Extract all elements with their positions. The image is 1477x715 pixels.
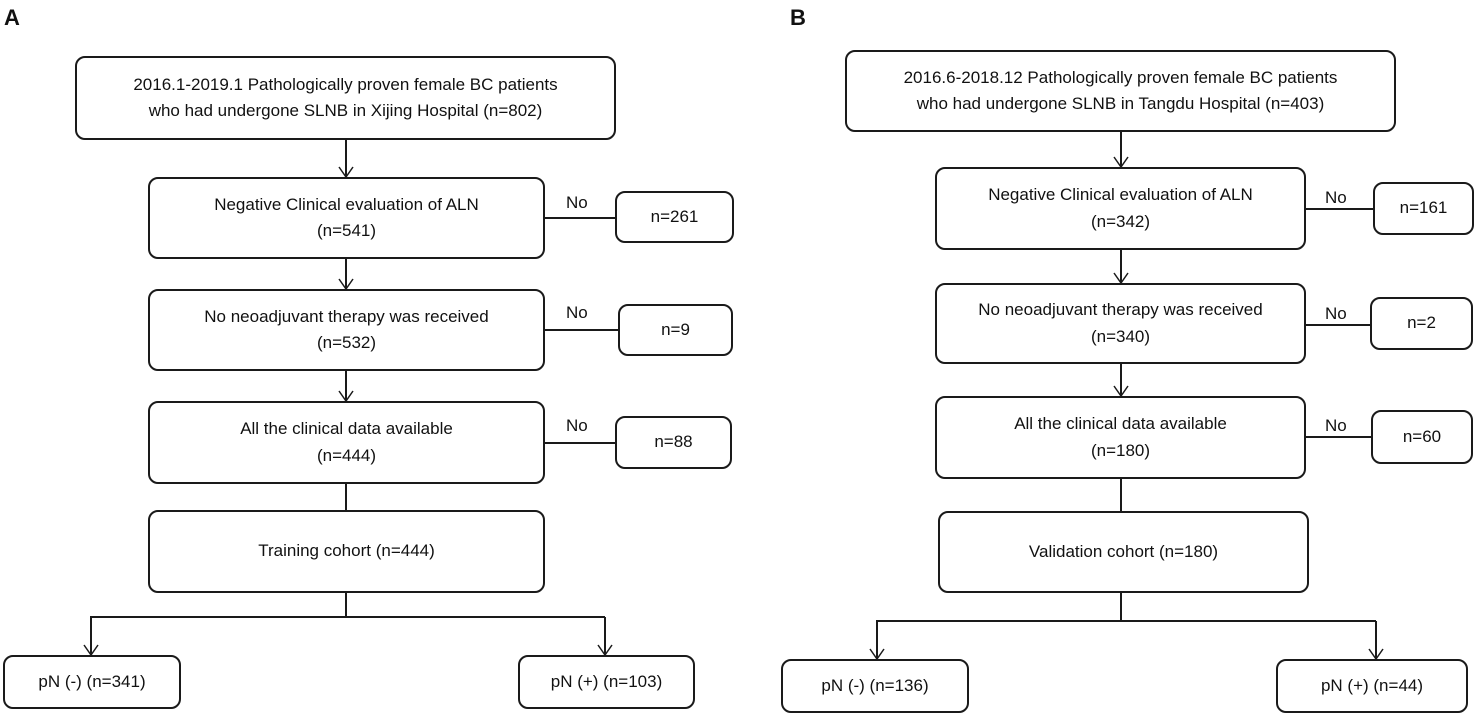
exclusion-a-1-label: No <box>566 193 588 212</box>
source-a-line-2: who had undergone SLNB in Xijing Hospita… <box>148 101 543 120</box>
panel-label-b: B <box>790 5 806 30</box>
excluded-box-a-1: n=261 <box>615 191 734 243</box>
outcome-a-positive: pN (+) (n=103) <box>550 671 663 691</box>
outcome-b-positive: pN (+) (n=44) <box>1320 675 1424 695</box>
source-b-line-2: who had undergone SLNB in Tangdu Hospita… <box>916 94 1325 113</box>
excluded-b-2-count: n=2 <box>1407 313 1436 333</box>
cohort-box-a: Training cohort (n=444) <box>148 510 545 593</box>
step-box-b-1: Negative Clinical evaluation of ALN (n=3… <box>935 167 1306 250</box>
outcome-box-b-negative: pN (-) (n=136) <box>781 659 969 713</box>
step-b-3-count: (n=180) <box>1090 440 1151 460</box>
excluded-box-b-1: n=161 <box>1373 182 1474 235</box>
exclusion-b-2-label: No <box>1325 304 1347 323</box>
excluded-a-1-count: n=261 <box>650 206 699 226</box>
outcome-a-negative: pN (-) (n=341) <box>38 671 146 691</box>
exclusion-a-2-label: No <box>566 303 588 322</box>
outcome-box-a-positive: pN (+) (n=103) <box>518 655 695 709</box>
step-a-2-text: No neoadjuvant therapy was received <box>204 306 489 326</box>
excluded-b-1-count: n=161 <box>1399 198 1448 218</box>
exclusion-a-3-label: No <box>566 416 588 435</box>
panel-label-a: A <box>4 5 20 30</box>
cohort-b-label: Validation cohort (n=180) <box>1028 541 1219 561</box>
step-box-a-1: Negative Clinical evaluation of ALN (n=5… <box>148 177 545 259</box>
step-box-b-2: No neoadjuvant therapy was received (n=3… <box>935 283 1306 364</box>
step-b-2-text: No neoadjuvant therapy was received <box>978 300 1263 320</box>
source-box-a: 2016.1-2019.1 Pathologically proven fema… <box>75 56 616 140</box>
step-b-3-text: All the clinical data available <box>1014 414 1227 434</box>
step-a-1-count: (n=541) <box>316 221 377 240</box>
step-b-1-count: (n=342) <box>1090 211 1151 231</box>
cohort-a-label: Training cohort (n=444) <box>258 541 435 561</box>
outcome-b-negative: pN (-) (n=136) <box>821 675 929 695</box>
step-box-a-2: No neoadjuvant therapy was received (n=5… <box>148 289 545 371</box>
step-box-b-3: All the clinical data available (n=180) <box>935 396 1306 479</box>
outcome-box-a-negative: pN (-) (n=341) <box>3 655 181 709</box>
source-box-b: 2016.6-2018.12 Pathologically proven fem… <box>845 50 1396 132</box>
step-a-3-count: (n=444) <box>316 445 377 465</box>
exclusion-b-1-label: No <box>1325 188 1347 207</box>
step-a-2-count: (n=532) <box>316 333 377 352</box>
source-b-line-1: 2016.6-2018.12 Pathologically proven fem… <box>903 67 1338 87</box>
source-a-line-1: 2016.1-2019.1 Pathologically proven fema… <box>133 74 558 94</box>
outcome-box-b-positive: pN (+) (n=44) <box>1276 659 1468 713</box>
excluded-b-3-count: n=60 <box>1402 426 1442 446</box>
excluded-box-a-3: n=88 <box>615 416 732 469</box>
cohort-box-b: Validation cohort (n=180) <box>938 511 1309 593</box>
excluded-a-3-count: n=88 <box>654 432 693 452</box>
step-b-2-count: (n=340) <box>1090 326 1151 346</box>
excluded-box-b-3: n=60 <box>1371 410 1473 464</box>
step-b-1-text: Negative Clinical evaluation of ALN <box>988 185 1253 205</box>
excluded-a-2-count: n=9 <box>661 319 690 339</box>
step-a-1-text: Negative Clinical evaluation of ALN <box>214 194 479 214</box>
step-box-a-3: All the clinical data available (n=444) <box>148 401 545 484</box>
exclusion-b-3-label: No <box>1325 416 1347 435</box>
excluded-box-b-2: n=2 <box>1370 297 1473 350</box>
step-a-3-text: All the clinical data available <box>240 419 453 439</box>
excluded-box-a-2: n=9 <box>618 304 733 356</box>
